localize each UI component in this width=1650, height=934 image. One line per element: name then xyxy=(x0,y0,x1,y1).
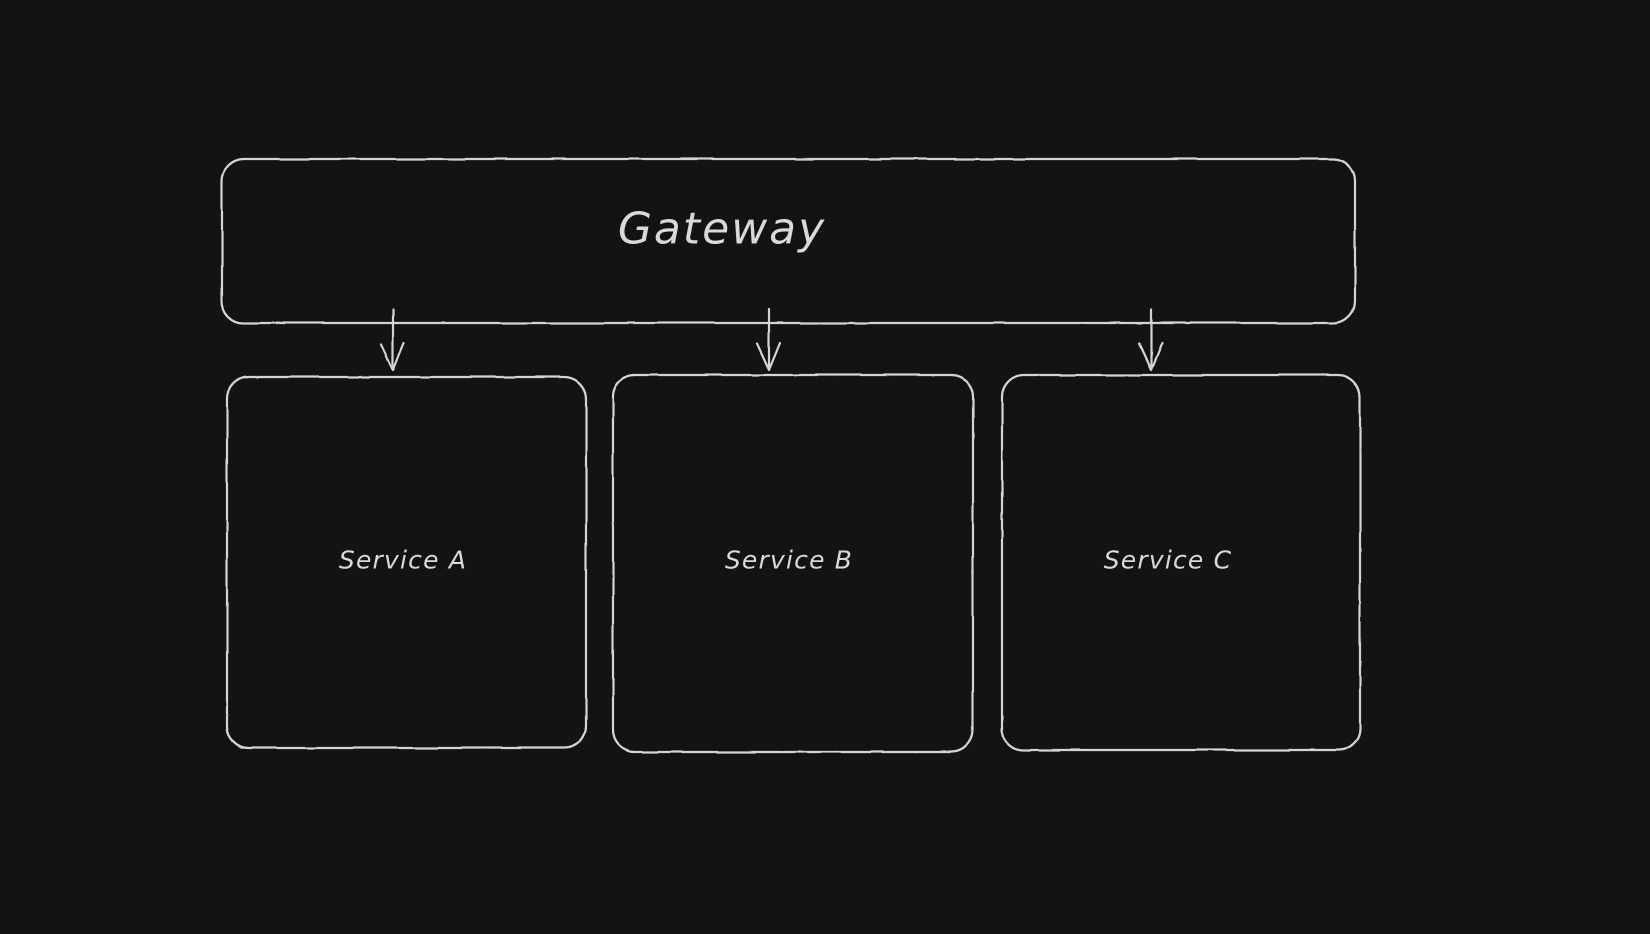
arrowhead-icon xyxy=(755,341,782,372)
node-label-gateway: Gateway xyxy=(617,203,827,255)
node-shape-gateway[interactable] xyxy=(220,157,1357,325)
node-shapes-group xyxy=(220,157,1362,754)
edge-gateway-service-b[interactable] xyxy=(755,307,782,372)
node-label-service-a: Service A xyxy=(338,545,468,575)
node-shape-service-c[interactable] xyxy=(1000,373,1362,752)
arrowhead-icon xyxy=(1137,341,1164,372)
node-label-service-b: Service B xyxy=(724,545,854,575)
edge-arrows-group xyxy=(379,307,1164,372)
arrowhead-icon xyxy=(379,341,406,372)
edge-gateway-service-a[interactable] xyxy=(379,307,406,372)
node-label-service-c: Service C xyxy=(1103,545,1233,575)
node-shape-service-a[interactable] xyxy=(225,375,588,750)
node-shape-service-b[interactable] xyxy=(611,373,975,754)
edge-gateway-service-c[interactable] xyxy=(1137,307,1164,372)
